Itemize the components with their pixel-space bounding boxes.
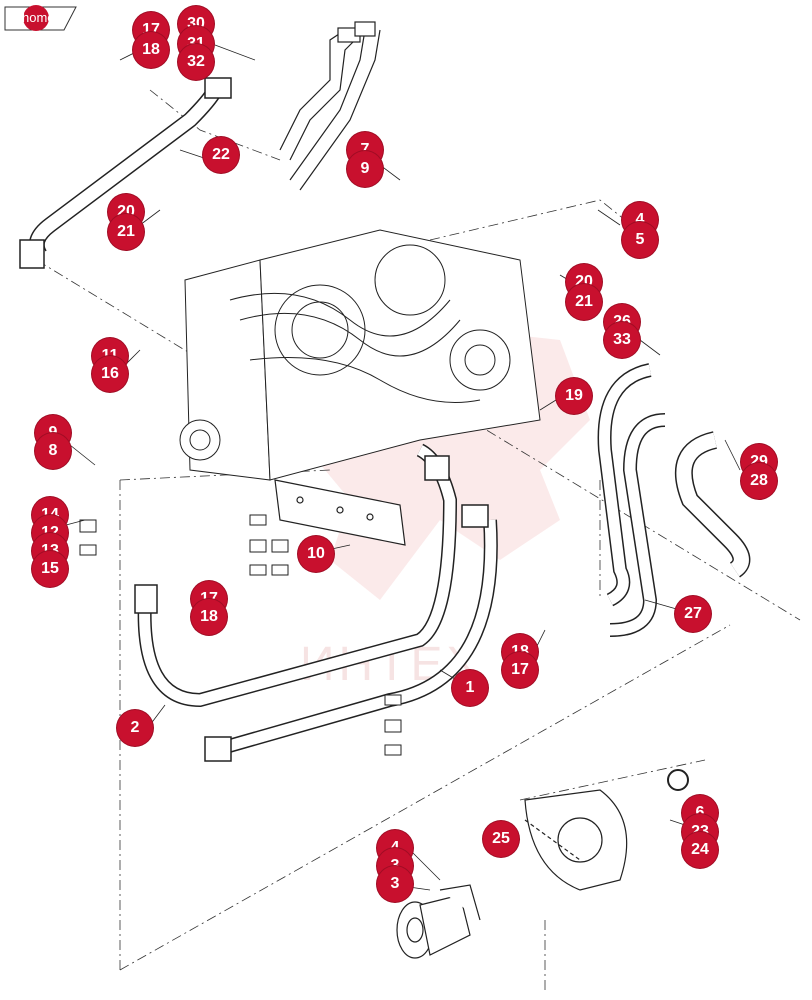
callout-19[interactable]: 19 xyxy=(556,378,592,414)
callout-33[interactable]: 33 xyxy=(604,322,640,358)
callout-18[interactable]: 18 xyxy=(191,599,227,635)
callout-25[interactable]: 25 xyxy=(483,821,519,857)
callout-1[interactable]: 1 xyxy=(452,670,488,706)
home-label: home xyxy=(22,10,55,25)
callout-10[interactable]: 10 xyxy=(298,536,334,572)
hose-right xyxy=(597,363,751,637)
callout-2[interactable]: 2 xyxy=(117,710,153,746)
callout-17[interactable]: 17 xyxy=(502,652,538,688)
callout-9[interactable]: 9 xyxy=(347,151,383,187)
cover-plate xyxy=(524,789,628,891)
callout-15[interactable]: 15 xyxy=(32,551,68,587)
snap-ring xyxy=(667,769,689,791)
callout-21[interactable]: 21 xyxy=(566,284,602,320)
callout-28[interactable]: 28 xyxy=(741,463,777,499)
callout-3[interactable]: 3 xyxy=(377,866,413,902)
hydraulic-motor xyxy=(396,884,481,959)
pipe-upper xyxy=(279,21,381,191)
callout-18[interactable]: 18 xyxy=(133,32,169,68)
callout-22[interactable]: 22 xyxy=(203,137,239,173)
mounting-bracket xyxy=(274,479,406,546)
rubber-mounts xyxy=(79,514,402,756)
hose-lower xyxy=(134,443,498,762)
pump-assembly xyxy=(179,229,541,481)
dashed-guides xyxy=(19,89,801,990)
home-tab-shape xyxy=(4,5,77,31)
callout-32[interactable]: 32 xyxy=(178,44,214,80)
callout-24[interactable]: 24 xyxy=(682,832,718,868)
callout-5[interactable]: 5 xyxy=(622,222,658,258)
hose-upper-left xyxy=(19,77,232,269)
callout-16[interactable]: 16 xyxy=(92,356,128,392)
callout-21[interactable]: 21 xyxy=(108,214,144,250)
home-button[interactable]: home xyxy=(4,4,78,31)
callout-8[interactable]: 8 xyxy=(35,433,71,469)
callout-27[interactable]: 27 xyxy=(675,596,711,632)
